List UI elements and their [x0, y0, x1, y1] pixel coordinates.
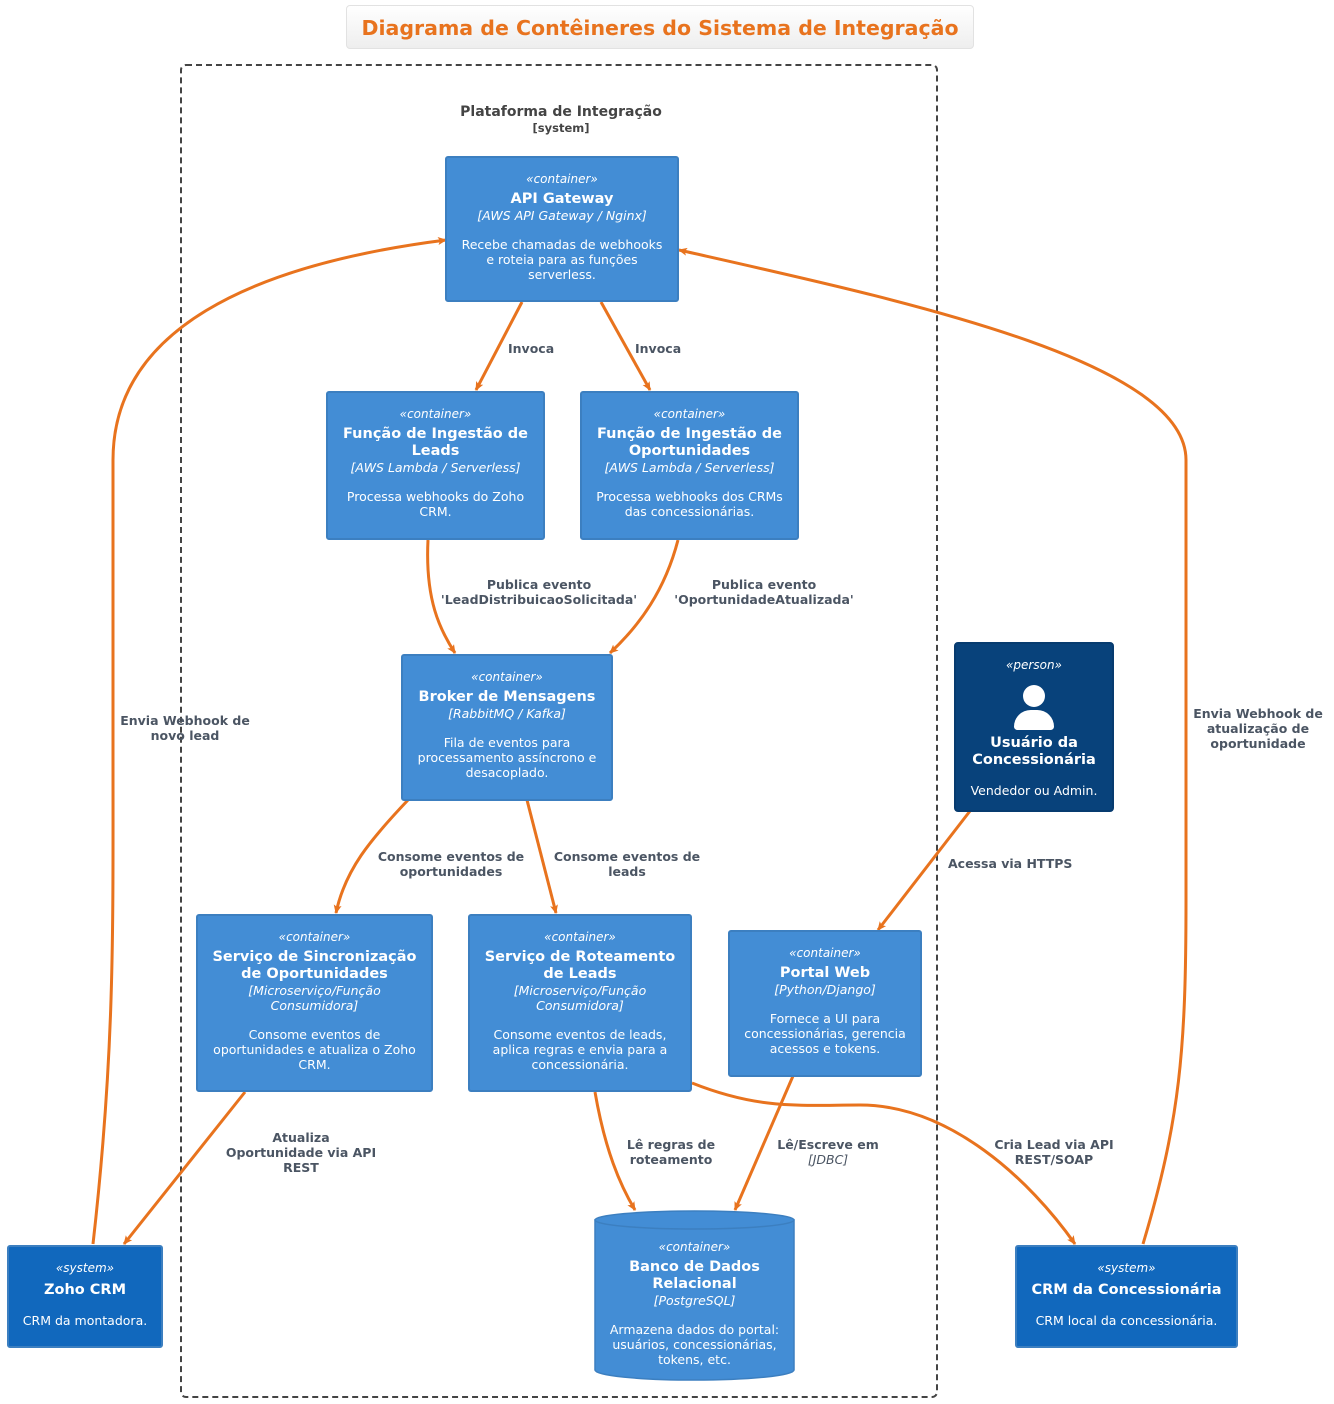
node-title: Função de Ingestão de Oportunidades — [597, 426, 782, 459]
arrow-access-https — [876, 810, 972, 931]
node-title: CRM da Concessionária — [1031, 1282, 1222, 1298]
arrow-invoke-opps — [599, 301, 652, 391]
node-description: Vendedor ou Admin. — [970, 783, 1098, 798]
stereotype-label: «person» — [1006, 658, 1062, 672]
boundary-title: Plataforma de Integração — [460, 104, 662, 120]
relation-label-read-write-text: Lê/Escreve em — [777, 1137, 879, 1152]
relation-label-invoke-leads: Invoca — [508, 341, 555, 356]
node-technology: [AWS Lambda / Serverless] — [350, 460, 521, 475]
arrow-publish-opp — [608, 539, 680, 655]
boundary-type: [system] — [532, 121, 590, 135]
arrow-read-rules — [593, 1091, 637, 1211]
diagram-title-box: Diagrama de Contêineres do Sistema de In… — [346, 5, 974, 49]
dealer-user-person[interactable]: «person» Usuário da Concessionária Vende… — [954, 642, 1114, 812]
stereotype-label: «system» — [55, 1261, 115, 1275]
node-title: Serviço de Sincronização de Oportunidade… — [212, 949, 417, 982]
person-icon — [1014, 685, 1054, 731]
stereotype-label: «container» — [471, 670, 543, 684]
lead-routing-service-container[interactable]: «container» Serviço de Roteamento de Lea… — [468, 914, 692, 1092]
arrow-read-write — [733, 1075, 795, 1211]
stereotype-label: «container» — [658, 1240, 731, 1254]
relation-label-create-lead: Cria Lead via API REST/SOAP — [994, 1137, 1114, 1167]
stereotype-label: «container» — [278, 930, 351, 944]
arrow-invoke-leads — [474, 301, 524, 391]
relation-label-invoke-opps: Invoca — [635, 341, 682, 356]
node-description: Fornece a UI para concessionárias, geren… — [744, 1011, 906, 1056]
web-portal-container[interactable]: «container» Portal Web [Python/Django] F… — [728, 930, 922, 1077]
node-description: Armazena dados do portal: usuários, conc… — [609, 1322, 780, 1367]
node-technology: [AWS Lambda / Serverless] — [604, 460, 775, 475]
relation-label-read-write-tech: [JDBC] — [807, 1152, 849, 1167]
node-title: Usuário da Concessionária — [972, 735, 1096, 768]
node-title: Portal Web — [779, 965, 871, 981]
stereotype-label: «container» — [399, 407, 472, 421]
relation-label-consume-leads: Consome eventos de leads — [553, 849, 701, 879]
relation-label-read-write: Lê/Escreve em [JDBC] — [772, 1137, 884, 1167]
relation-label-publish-lead: Publica evento 'LeadDistribuicaoSolicita… — [440, 577, 638, 607]
node-title: Banco de Dados Relacional — [629, 1259, 760, 1292]
api-gateway-container[interactable]: «container» API Gateway [AWS API Gateway… — [445, 156, 679, 302]
node-description: CRM da montadora. — [22, 1313, 148, 1328]
arrow-publish-lead — [426, 539, 457, 654]
arrow-dealer-webhook — [678, 247, 1188, 1245]
relational-database-container[interactable]: «container» Banco de Dados Relacional [P… — [594, 1210, 795, 1382]
node-description: Consome eventos de oportunidades e atual… — [213, 1027, 416, 1072]
stereotype-label: «container» — [544, 930, 616, 944]
stereotype-label: «container» — [526, 172, 598, 186]
node-technology: [Python/Django] — [774, 982, 876, 997]
stereotype-label: «container» — [653, 407, 726, 421]
node-technology: [Microserviço/Função Consumidora] — [248, 983, 381, 1013]
message-broker-container[interactable]: «container» Broker de Mensagens [RabbitM… — [401, 654, 613, 801]
relation-label-dealer-webhook: Envia Webhook de atualização de oportuni… — [1193, 706, 1323, 751]
node-description: CRM local da concessionária. — [1035, 1313, 1218, 1328]
opportunity-ingestion-container[interactable]: «container» Função de Ingestão de Oportu… — [580, 391, 799, 540]
dealer-crm-system[interactable]: «system» CRM da Concessionária CRM local… — [1015, 1245, 1238, 1348]
arrow-zoho-webhook — [91, 237, 447, 1245]
node-description: Processa webhooks dos CRMs das concessio… — [596, 489, 783, 519]
node-description: Recebe chamadas de webhooks e roteia par… — [461, 237, 663, 282]
node-title: Serviço de Roteamento de Leads — [484, 949, 676, 982]
node-technology: [Microserviço/Função Consumidora] — [513, 983, 647, 1013]
stereotype-label: «container» — [789, 946, 861, 960]
node-title: Zoho CRM — [43, 1282, 127, 1298]
lead-ingestion-container[interactable]: «container» Função de Ingestão de Leads … — [326, 391, 545, 540]
node-description: Fila de eventos para processamento assín… — [417, 735, 597, 780]
relation-label-read-rules: Lê regras de roteamento — [626, 1137, 716, 1167]
node-title: Broker de Mensagens — [418, 689, 596, 705]
zoho-crm-system[interactable]: «system» Zoho CRM CRM da montadora. — [7, 1245, 163, 1348]
system-boundary: Plataforma de Integração [system] — [180, 64, 938, 1398]
arrow-update-opp — [122, 1091, 247, 1245]
stereotype-label: «system» — [1097, 1261, 1156, 1275]
relation-label-zoho-webhook: Envia Webhook de novo lead — [120, 713, 250, 743]
node-technology: [PostgreSQL] — [653, 1293, 736, 1308]
arrow-create-lead — [691, 1081, 1077, 1245]
node-description: Consome eventos de leads, aplica regras … — [492, 1027, 668, 1072]
node-technology: [RabbitMQ / Kafka] — [448, 706, 566, 721]
relation-label-publish-opp: Publica evento 'OportunidadeAtualizada' — [674, 577, 854, 607]
node-technology: [AWS API Gateway / Nginx] — [477, 208, 647, 223]
arrow-consume-leads — [525, 799, 558, 914]
relation-label-update-opp: Atualiza Oportunidade via API REST — [225, 1130, 377, 1175]
database-cylinder-shape — [594, 1210, 795, 1381]
node-title: Função de Ingestão de Leads — [343, 426, 528, 459]
diagram-title: Diagrama de Contêineres do Sistema de In… — [361, 16, 959, 40]
relation-label-access-https: Acessa via HTTPS — [948, 856, 1073, 871]
node-title: API Gateway — [510, 191, 614, 207]
node-description: Processa webhooks do Zoho CRM. — [346, 489, 525, 519]
opportunity-sync-service-container[interactable]: «container» Serviço de Sincronização de … — [196, 914, 433, 1092]
arrow-consume-opps — [333, 798, 410, 914]
database-text: «container» Banco de Dados Relacional [P… — [594, 1210, 795, 1367]
relation-label-consume-opps: Consome eventos de oportunidades — [377, 849, 525, 879]
